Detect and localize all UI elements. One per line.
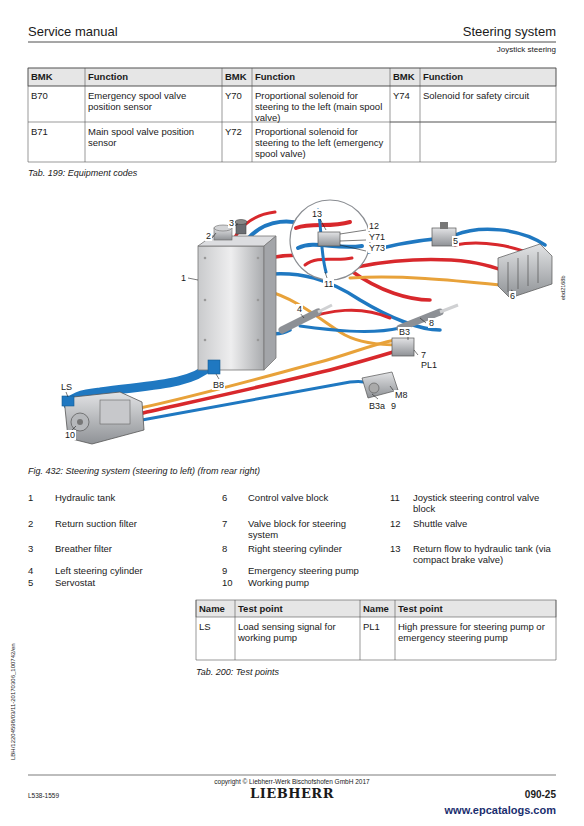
key-number: 7 [222,518,227,529]
callout-number: 3 [228,218,235,228]
watermark: www.epcatalogs.com [445,805,556,816]
callout-number: 1 [180,273,187,283]
key-number: 11 [390,492,400,503]
document-code: LBH/12204598/03/11-20170306_100742/en [10,643,17,760]
table-cell: LS [199,621,211,632]
key-number: 12 [390,518,401,529]
copyright-text: copyright © Liebherr-Werk Bischofshofen … [214,778,369,786]
callout-number: 13 [311,209,323,219]
table-cell: Y72 [225,126,242,137]
key-text: Hydraulic tank [55,492,205,503]
header-text: Service manual [28,24,118,39]
key-text: Return suction filter [55,518,205,529]
callout-number: B3a [368,401,386,411]
table-header: BMK [225,71,247,82]
table-caption: Tab. 199: Equipment codes [28,168,137,179]
key-text: Servostat [55,577,205,588]
table-cell: Emergency spool valve position sensor [88,90,218,112]
callout-number: Y71 [368,232,386,242]
callout-number: 9 [390,401,397,411]
header-text: Steering system [463,24,556,39]
callout-number: 12 [368,221,380,231]
key-text: Breather filter [55,543,205,554]
table-header: BMK [31,71,53,82]
table-cell: Y74 [393,90,410,101]
table-header: Name [363,603,389,614]
key-number: 8 [222,543,227,554]
key-text: Joystick steering control valve block [413,492,553,514]
table-cell: B70 [31,90,48,101]
key-number: 2 [28,518,33,529]
key-text: Working pump [248,577,378,588]
table-header: BMK [393,71,415,82]
callout-number: Y73 [368,243,386,253]
callout-number: 7 [420,350,427,360]
callout-number: 4 [296,304,303,314]
key-text: Emergency steering pump [248,565,378,576]
table-caption: Tab. 200: Test points [196,667,279,678]
key-number: 9 [222,565,227,576]
callout-number: PL1 [420,360,438,370]
callout-number: B3 [398,327,411,337]
table-cell: B71 [31,126,48,137]
key-number: 5 [28,577,33,588]
callout-number: 11 [323,279,334,289]
table-header: Test point [398,603,443,614]
callout-number: M8 [394,390,409,400]
key-number: 1 [28,492,33,503]
table-cell: Main spool valve position sensor [88,126,218,148]
key-text: Right steering cylinder [248,543,378,554]
callout-number: LS [60,382,73,392]
table-cell: PL1 [363,621,380,632]
key-text: Shuttle valve [413,518,553,529]
key-text: Control valve block [248,492,378,503]
key-text: Return flow to hydraulic tank (via compa… [413,543,553,565]
key-number: 13 [390,543,401,554]
model-code: L538-1559 [28,792,59,800]
key-text: Left steering cylinder [55,565,205,576]
table-header: Function [255,71,295,82]
table-header: Function [88,71,128,82]
table-cell: Proportional solenoid for steering to th… [255,90,387,123]
key-text: Valve block for steering system [248,518,378,540]
table-header: Function [423,71,463,82]
table-header: Test point [238,603,283,614]
key-number: 10 [222,577,233,588]
table-cell: Solenoid for safety circuit [423,90,553,101]
callout-number: 10 [64,430,76,440]
key-number: 6 [222,492,227,503]
table-cell: Proportional solenoid for steering to th… [255,126,387,159]
callout-number: 8 [428,318,435,328]
callout-number: 2 [205,231,212,241]
key-number: 3 [28,543,33,554]
callout-number: 5 [452,236,459,246]
brand-logo: LIEBHERR [250,787,334,801]
section-text: Joystick steering [497,45,556,55]
callout-number: B8 [212,380,225,390]
table-cell: Load sensing signal for working pump [238,621,356,643]
figure-caption: Fig. 432: Steering system (steering to l… [28,466,260,477]
table-header: Name [199,603,225,614]
key-number: 4 [28,565,33,576]
table-cell: High pressure for steering pump or emerg… [398,621,553,643]
drawing-code: ebd2168b [560,276,566,300]
page-number: 090-25 [525,789,556,800]
table-cell: Y70 [225,90,242,101]
callout-number: 6 [509,291,516,301]
